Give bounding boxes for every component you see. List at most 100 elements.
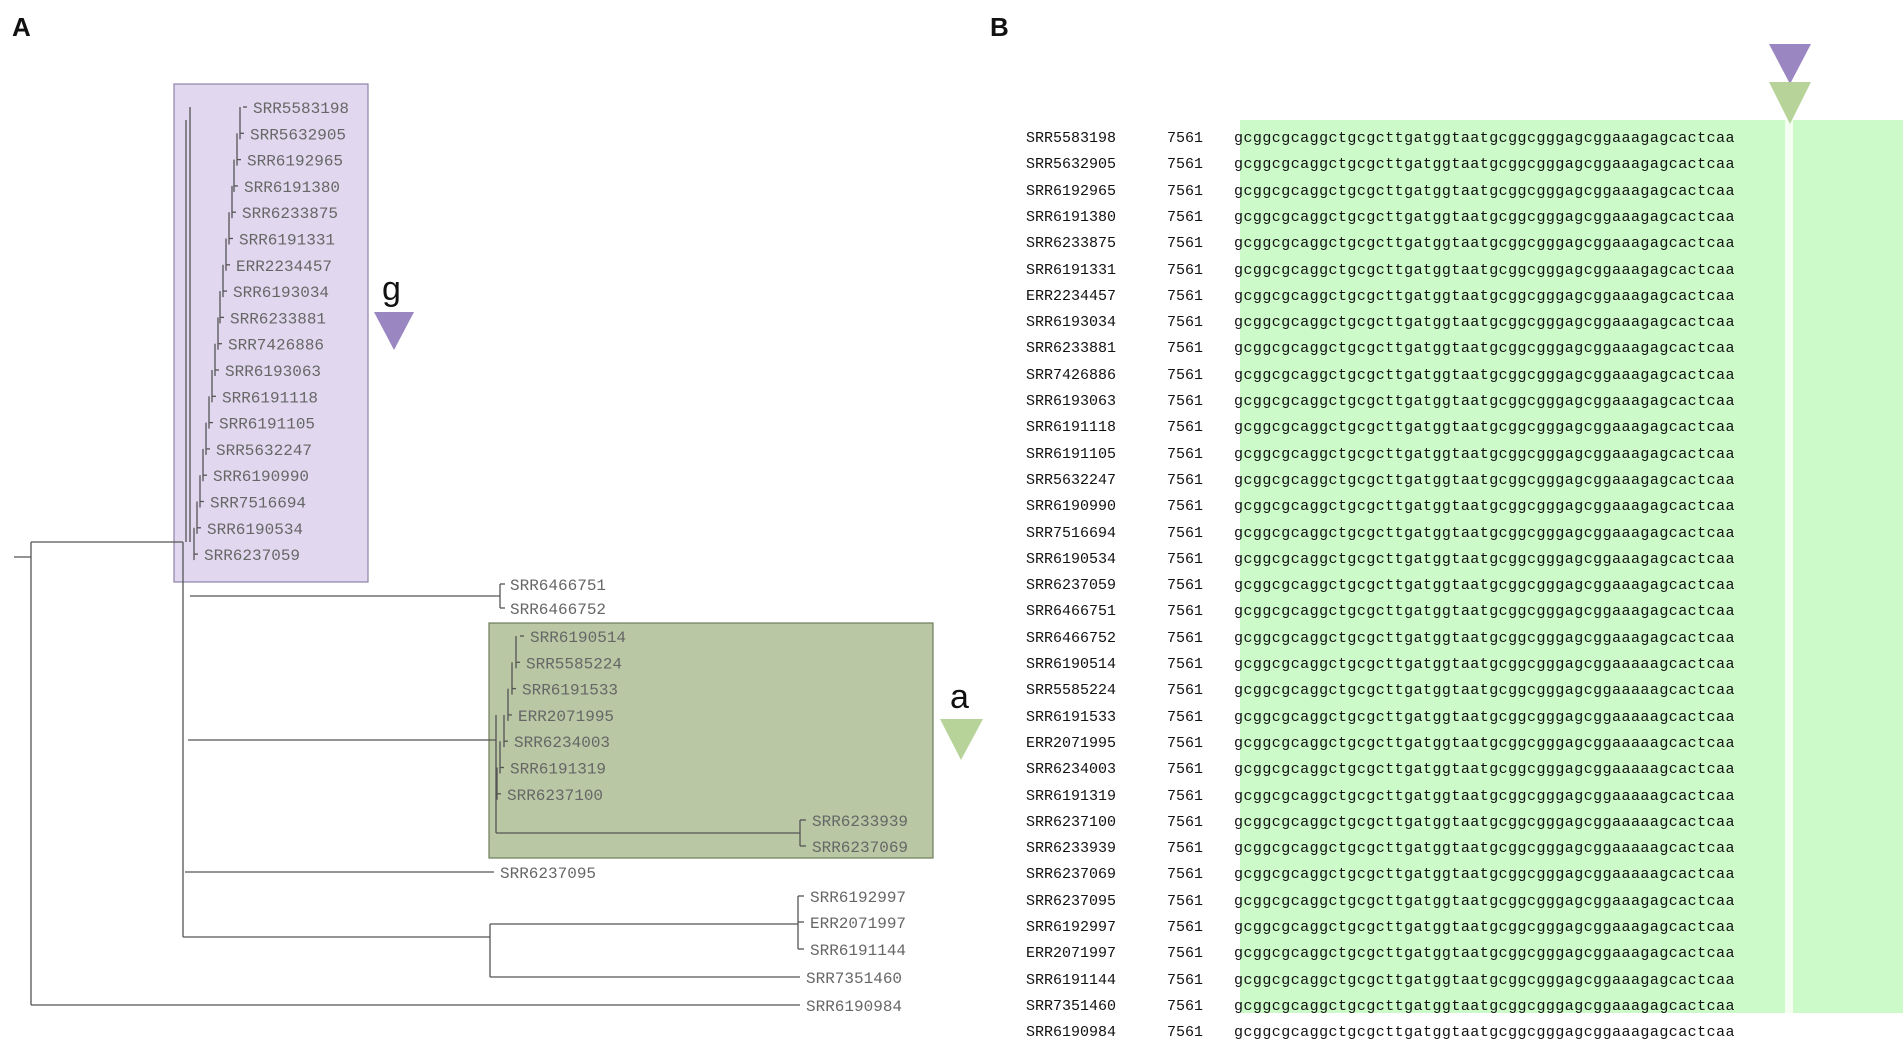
alignment-row-sequence: gcggcgcaggctgcgcttgatggtaatgcggcgggagcgg… <box>1234 1024 1735 1042</box>
alignment-row-id: SRR6191331 <box>1026 261 1117 279</box>
alignment-row: SRR7351460 7561 gcggcgcaggctgcgcttgatggtaa… <box>1026 994 1903 1020</box>
alignment-row-sequence: gcggcgcaggctgcgcttgatggtaatgcggcgggagcgg… <box>1234 971 1735 989</box>
alignment-row-sequence: gcggcgcaggctgcgcttgatggtaatgcggcgggagcgg… <box>1234 340 1735 358</box>
alignment-row-position: 7561 <box>1167 130 1204 147</box>
alignment-row-position: 7561 <box>1167 471 1204 489</box>
alignment-row-sequence: gcggcgcaggctgcgcttgatggtaatgcggcgggagcgg… <box>1234 708 1735 726</box>
alignment-row-sequence: gcggcgcaggctgcgcttgatggtaatgcggcgggagcgg… <box>1234 471 1735 489</box>
alignment-row: SRR5632905 7561 gcggcgcaggctgcgcttgatggtaa… <box>1026 152 1903 178</box>
alignment-row-id: SRR5583198 <box>1026 130 1117 147</box>
alignment-row-id: SRR6191319 <box>1026 787 1117 805</box>
leaf-label-b1: SRR6466752 <box>510 601 606 619</box>
alignment-row-position: 7561 <box>1167 919 1204 936</box>
alignment-row-sequence: gcggcgcaggctgcgcttgatggtaatgcggcgggagcgg… <box>1234 208 1735 226</box>
alignment-row-id: SRR7351460 <box>1026 997 1117 1015</box>
alignment-row-sequence: gcggcgcaggctgcgcttgatggtaatgcggcgggagcgg… <box>1234 393 1735 410</box>
alignment-row-id: ERR2234457 <box>1026 287 1117 305</box>
alignment-row-id: SRR6190990 <box>1026 498 1117 516</box>
leaf-label-g: SRR5632905 <box>250 126 346 144</box>
leaf-label-a: SRR5585224 <box>526 655 622 673</box>
alignment-row: SRR6190990 7561 gcggcgcaggctgcgcttgatggtaa… <box>1026 494 1903 520</box>
alignment-row-position: 7561 <box>1167 761 1204 779</box>
alignment-row-position: 7561 <box>1167 235 1204 253</box>
alignment-row: SRR6191380 7561 gcggcgcaggctgcgcttgatggtaa… <box>1026 205 1903 231</box>
alignment-row-sequence: gcggcgcaggctgcgcttgatggtaatgcggcgggagcgg… <box>1234 813 1735 831</box>
alignment-row-sequence: gcggcgcaggctgcgcttgatggtaatgcggcgggagcgg… <box>1234 997 1735 1015</box>
alignment-row-position: 7561 <box>1167 393 1204 410</box>
alignment-row-position: 7561 <box>1167 156 1204 174</box>
alignment-row-position: 7561 <box>1167 682 1204 700</box>
alignment-row-sequence: gcggcgcaggctgcgcttgatggtaatgcggcgggagcgg… <box>1234 287 1735 305</box>
alignment-row-position: 7561 <box>1167 498 1204 516</box>
alignment-row-id: SRR6237059 <box>1026 577 1117 595</box>
alignment-row-id: SRR6191118 <box>1026 419 1117 437</box>
alignment-row-sequence: gcggcgcaggctgcgcttgatggtaatgcggcgggagcgg… <box>1234 550 1735 568</box>
alignment-row-position: 7561 <box>1167 182 1204 200</box>
alignment-row-id: SRR6237095 <box>1026 892 1117 910</box>
leaf-label-a: SRR6234003 <box>514 734 610 752</box>
alignment-row-id: SRR7426886 <box>1026 366 1117 384</box>
alignment-row-id: SRR6233939 <box>1026 840 1117 858</box>
alignment-row-position: 7561 <box>1167 577 1204 595</box>
alignment-row-sequence: gcggcgcaggctgcgcttgatggtaatgcggcgggagcgg… <box>1234 130 1735 147</box>
alignment-row-id: SRR6233875 <box>1026 235 1117 253</box>
alignment-row-id: SRR6191144 <box>1026 971 1117 989</box>
clade-a-box <box>488 622 934 859</box>
leaf-label-a: ERR2071995 <box>518 708 614 726</box>
variant-marker-a-triangle <box>1769 82 1811 124</box>
alignment-markers <box>1769 44 1811 124</box>
alignment-row-id: SRR6233881 <box>1026 340 1117 358</box>
leaf-label-a-sub: SRR6233939 <box>812 813 908 831</box>
alignment-row-position: 7561 <box>1167 997 1204 1015</box>
leaf-label-c: SRR6191144 <box>810 942 906 960</box>
tree-leaf-labels: SRR6190984SRR5583198SRR5632905SRR6192965… <box>204 100 908 1016</box>
alignment-row-id: SRR6466752 <box>1026 629 1117 647</box>
leaf-label-a: SRR6191319 <box>510 761 606 779</box>
alignment-row-id: SRR5632905 <box>1026 156 1117 174</box>
alignment-row-sequence: gcggcgcaggctgcgcttgatggtaatgcggcgggagcgg… <box>1234 603 1735 621</box>
alignment-row-id: SRR6190984 <box>1026 1024 1117 1042</box>
alignment-row-sequence: gcggcgcaggctgcgcttgatggtaatgcggcgggagcgg… <box>1234 182 1735 200</box>
alignment-row-position: 7561 <box>1167 866 1204 884</box>
alignment-row-position: 7561 <box>1167 734 1204 752</box>
alignment-row-position: 7561 <box>1167 787 1204 805</box>
alignment-row-position: 7561 <box>1167 892 1204 910</box>
alignment-row-sequence: gcggcgcaggctgcgcttgatggtaatgcggcgggagcgg… <box>1234 498 1735 516</box>
leaf-label-g: ERR2234457 <box>236 258 332 276</box>
alignment-row-id: SRR6191380 <box>1026 208 1117 226</box>
leaf-label-g: SRR6191331 <box>239 232 335 250</box>
alignment-row-sequence: gcggcgcaggctgcgcttgatggtaatgcggcgggagcgg… <box>1234 314 1735 332</box>
alignment-row-sequence: gcggcgcaggctgcgcttgatggtaatgcggcgggagcgg… <box>1234 445 1735 463</box>
leaf-label-c: SRR6192997 <box>810 889 906 907</box>
alignment-row-id: SRR6193063 <box>1026 393 1117 410</box>
alignment-row-sequence: gcggcgcaggctgcgcttgatggtaatgcggcgggagcgg… <box>1234 366 1735 384</box>
alignment-row-sequence: gcggcgcaggctgcgcttgatggtaatgcggcgggagcgg… <box>1234 156 1735 174</box>
leaf-label-g: SRR5583198 <box>253 100 349 118</box>
alignment-row-position: 7561 <box>1167 208 1204 226</box>
leaf-label-g: SRR6193063 <box>225 363 321 381</box>
alignment-variant-column <box>1785 120 1793 1013</box>
alignment-row: SRR6193063 7561 gcggcgcaggctgcgcttgatggtaa… <box>1026 389 1903 415</box>
alignment-row-position: 7561 <box>1167 840 1204 858</box>
alignment-row-id: SRR6237069 <box>1026 866 1117 884</box>
alignment-row-sequence: gcggcgcaggctgcgcttgatggtaatgcggcgggagcgg… <box>1234 419 1735 437</box>
alignment-row-sequence: gcggcgcaggctgcgcttgatggtaatgcggcgggagcgg… <box>1234 261 1735 279</box>
leaf-label-b1: SRR6466751 <box>510 577 606 595</box>
alignment-row-position: 7561 <box>1167 340 1204 358</box>
leaf-label-g: SRR6191380 <box>244 179 340 197</box>
alignment-row-id: SRR5632247 <box>1026 471 1117 489</box>
